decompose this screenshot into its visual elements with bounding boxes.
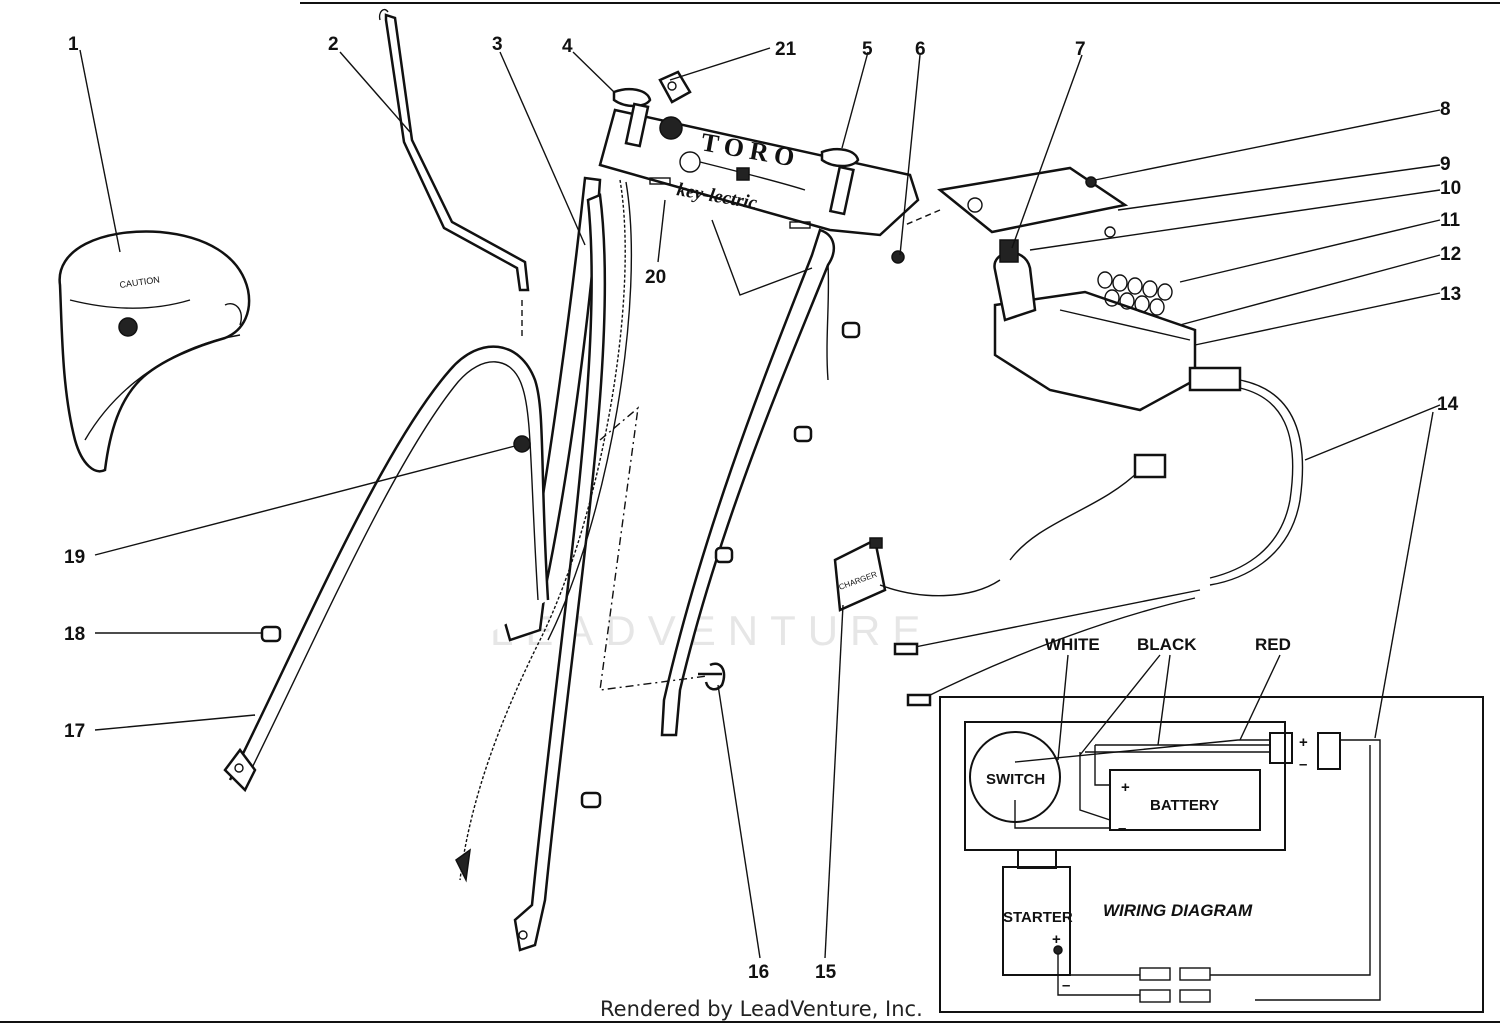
switch-label: SWITCH	[986, 771, 1045, 788]
control-cable	[455, 179, 633, 883]
callout-8: 8	[1440, 99, 1451, 120]
callout-7: 7	[1075, 39, 1086, 60]
part-14-harness	[893, 379, 1304, 707]
part-1-shroud: CAUTION	[58, 230, 251, 473]
callout-11: 11	[1440, 210, 1461, 231]
part-21-key	[658, 70, 692, 104]
part-3-handle-tube	[500, 176, 607, 952]
battery-label: BATTERY	[1150, 797, 1219, 814]
leader-lines	[79, 47, 1441, 959]
part-11-cells	[1097, 271, 1173, 316]
part-13-case	[993, 290, 1197, 412]
part-6-screw	[891, 250, 905, 264]
part-9-cover	[937, 166, 1129, 234]
battery-plus: +	[1121, 779, 1130, 796]
connector-minus: –	[1299, 756, 1307, 773]
battery-minus: –	[1118, 820, 1126, 837]
callout-3: 3	[492, 34, 503, 55]
callout-21: 21	[775, 39, 797, 60]
callout-9: 9	[1440, 154, 1451, 175]
starter-plus: +	[1052, 931, 1061, 948]
callout-2: 2	[328, 34, 339, 55]
right-handle-tube	[660, 228, 836, 737]
starter-minus: –	[1062, 977, 1070, 994]
part-18-grommet	[260, 625, 282, 643]
callout-19: 19	[64, 547, 85, 568]
callout-5: 5	[862, 39, 873, 60]
callout-numbers: 1 2 3 4 5 6 7 8 9 10 11 12 13 14 15 16 1…	[64, 34, 1461, 983]
wire-label-red: RED	[1255, 635, 1291, 654]
callout-13: 13	[1440, 284, 1461, 305]
callout-10: 10	[1440, 178, 1461, 199]
callout-20: 20	[645, 267, 666, 288]
connector-plus: +	[1299, 734, 1308, 751]
part-19-nut	[513, 435, 531, 453]
wire-label-black: BLACK	[1137, 635, 1197, 654]
part-16-bolt	[698, 662, 726, 691]
callout-6: 6	[915, 39, 926, 60]
part-15-charger: CHARGER	[833, 537, 1001, 612]
part-17-lower-handle	[223, 345, 550, 793]
wire-label-white: WHITE	[1045, 635, 1100, 654]
wiring-diagram: SWITCH BATTERY STARTER WIRING DIAGRAM + …	[939, 696, 1484, 1013]
wiring-diagram-title: WIRING DIAGRAM	[1103, 901, 1253, 920]
callout-12: 12	[1440, 244, 1461, 265]
upper-handle-loop	[623, 53, 979, 194]
callout-18: 18	[64, 624, 85, 645]
callout-15: 15	[815, 962, 837, 983]
part-8-screw	[1085, 176, 1097, 188]
callout-1: 1	[68, 34, 79, 55]
callout-16: 16	[748, 962, 769, 983]
battery-box	[937, 166, 1242, 412]
watermark: LEADVENTURE	[490, 607, 932, 654]
callout-17: 17	[64, 721, 85, 742]
part-5-lever	[820, 148, 860, 216]
fasteners	[260, 250, 905, 809]
part-2-rod	[378, 8, 530, 338]
part-4-lever	[612, 88, 652, 148]
footer-credit: Rendered by LeadVenture, Inc.	[600, 997, 923, 1021]
assembly-guides	[599, 209, 941, 691]
starter-label: STARTER	[1003, 909, 1073, 926]
callout-4: 4	[562, 36, 573, 57]
callout-14: 14	[1437, 394, 1459, 415]
